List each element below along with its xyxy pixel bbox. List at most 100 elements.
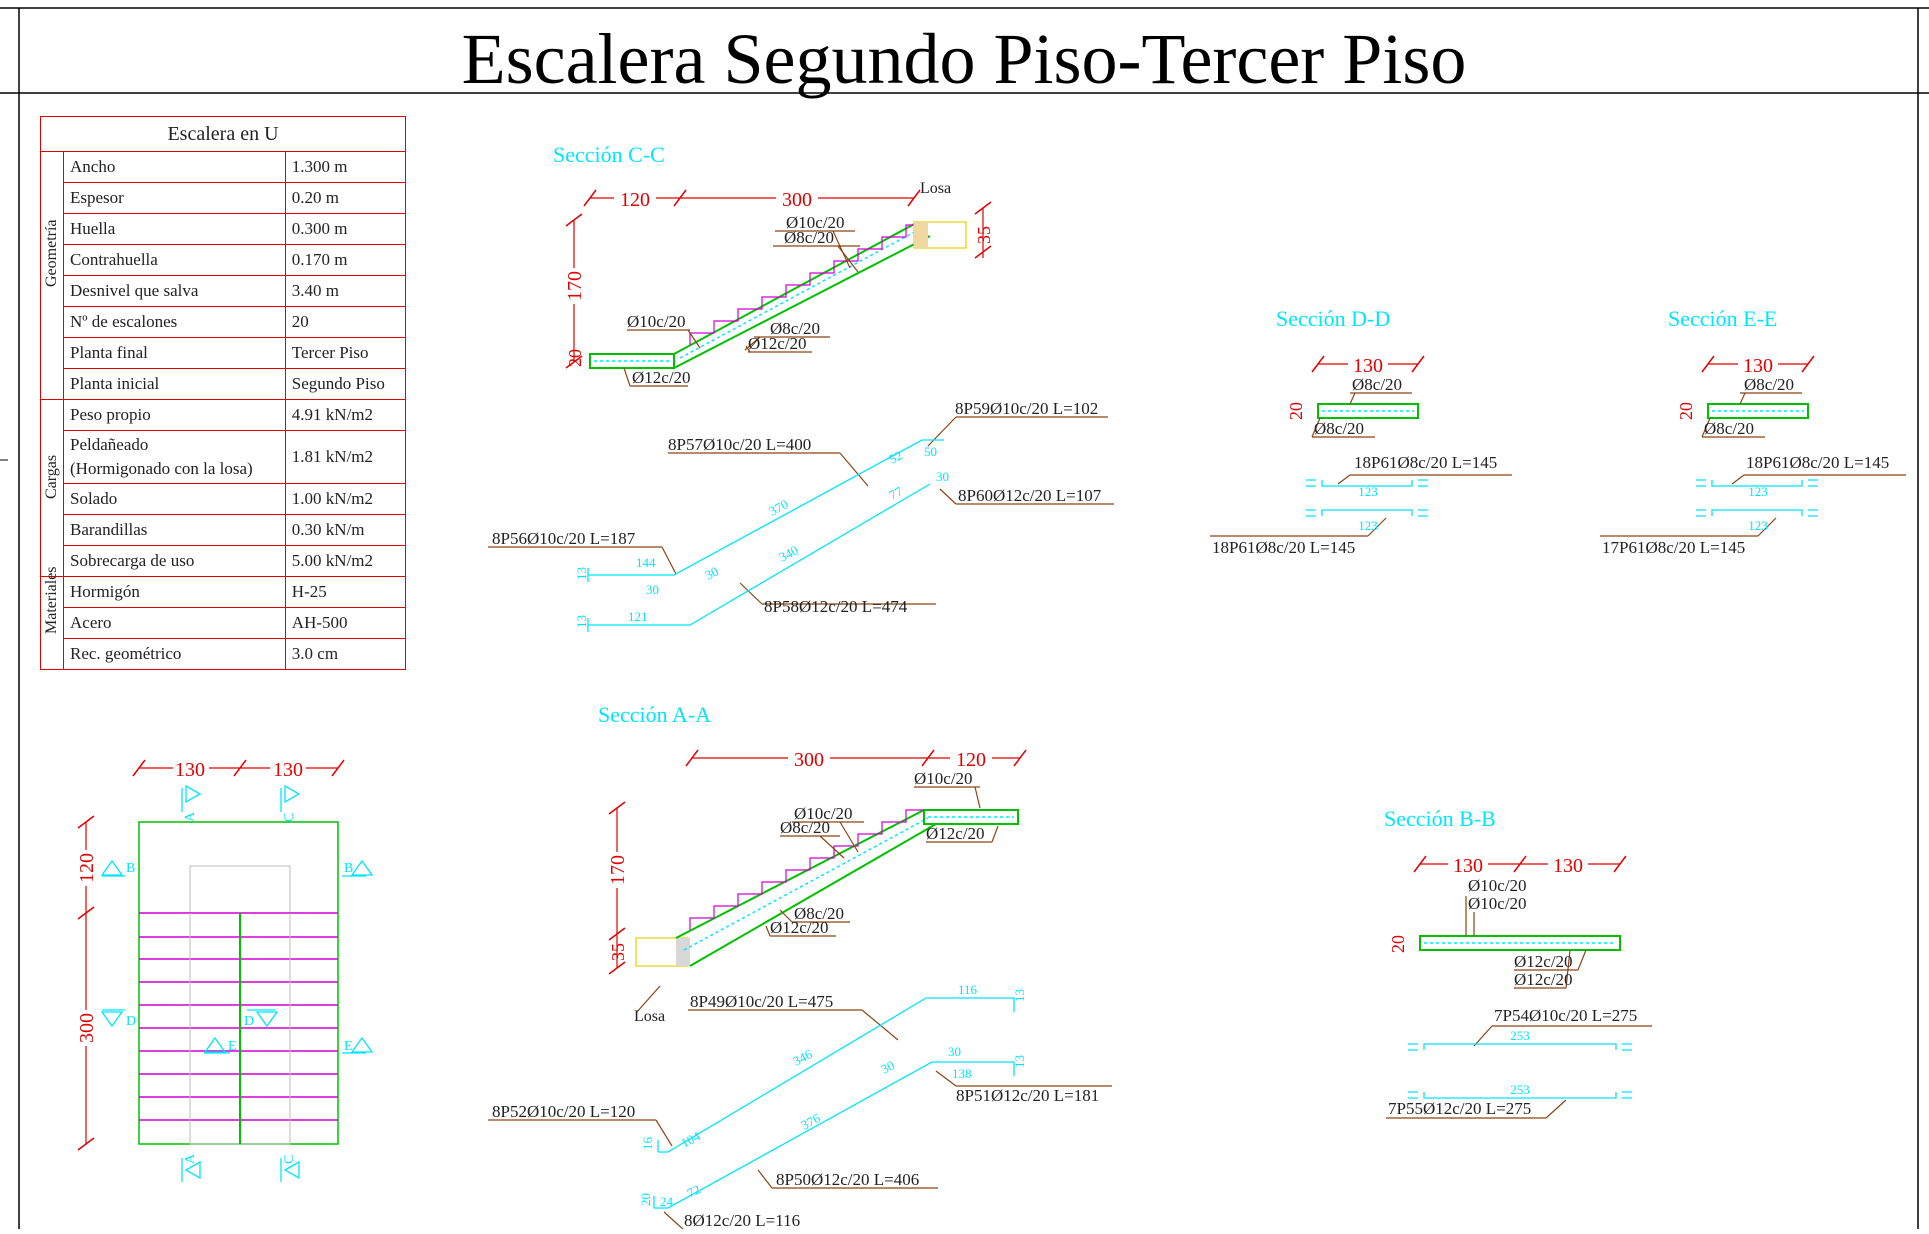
ee-num-b: 123 [1748,518,1768,533]
row-label: Planta final [63,337,286,369]
cc-num-30a: 30 [936,469,949,484]
aa-dim-120: 120 [956,749,986,771]
row-label-line2: (Hormigonado con la losa) [70,459,253,478]
dd-label-bot: Ø8c/20 [1314,419,1364,438]
row-label: Ancho [63,151,286,183]
row-label: Acero [63,607,286,639]
row-value: Tercer Piso [284,337,407,369]
aa-num-13a: 13 [1012,989,1027,1002]
section-aa: Sección A-A 300 120 170 35 [488,702,1112,1231]
row-label: Sobrecarga de uso [63,545,286,577]
ee-dim-20: 20 [1676,402,1696,420]
plan-mark-a-bot: A [183,1153,198,1164]
cc-num-13a: 13 [574,567,589,580]
aa-rebar-shapes [653,997,1015,1209]
aa-num-24: 24 [660,1194,674,1209]
bb-bar-p55: 7P55Ø12c/20 L=275 [1388,1099,1531,1118]
plan-mark-d-mid: D [244,1014,254,1029]
cc-dim-120: 120 [620,189,650,211]
dd-dim-mask [1348,352,1388,374]
dd-leaders [1210,392,1512,537]
aa-bar-p51: 8P51Ø12c/20 L=181 [956,1086,1099,1105]
plan-dim-ticks [132,759,345,777]
ee-dim-130: 130 [1743,355,1773,377]
cc-dim-ticks-left [565,213,583,369]
plan-mark-b-right: B [344,861,353,876]
aa-num-376: 376 [798,1110,823,1133]
aa-bar-p52: 8P52Ø10c/20 L=120 [492,1102,635,1121]
aa-dim-ticks-left [608,801,626,975]
plan-mark-e-right: E [344,1039,353,1054]
row-value: 0.20 m [284,182,407,214]
cc-dim-ticks-right [974,201,992,259]
plan-dim-130-a: 130 [175,759,205,781]
aa-num-346: 346 [790,1046,815,1069]
cc-steps [689,224,918,345]
ee-dim-ticks [1701,355,1815,373]
cc-dim-300: 300 [782,189,812,211]
group-cargas: Cargas [40,399,64,577]
dd-bar-bot: 18P61Ø8c/20 L=145 [1212,538,1355,557]
plan-section-markers [100,784,374,1182]
cc-dim-170: 170 [564,271,586,301]
cc-bar-p56: 8P56Ø10c/20 L=187 [492,529,636,548]
row-value: 5.00 kN/m2 [284,545,407,577]
plan-dim-120: 120 [76,853,98,883]
row-value: 0.170 m [284,244,407,276]
plan-dim-mask [270,756,306,778]
cc-dim-mask [776,186,818,208]
aa-num-13b: 13 [1012,1055,1027,1068]
ee-rebar-shapes [1696,479,1818,517]
row-value: 1.00 kN/m2 [284,483,407,515]
aa-num-30b: 30 [948,1044,961,1059]
row-label: Desnivel que salva [63,275,286,307]
cc-bar-p59: 8P59Ø10c/20 L=102 [955,399,1098,418]
row-label: Espesor [63,182,286,214]
row-value: 1.81 kN/m2 [284,430,407,484]
bb-dim-130-a: 130 [1453,855,1483,877]
row-label: Solado [63,483,286,515]
bb-bar-p54: 7P54Ø10c/20 L=275 [1494,1006,1637,1025]
dd-num-a: 123 [1358,484,1378,499]
plan-mark-c-bot: C [282,1155,297,1164]
cc-label-low3: Ø12c/20 [748,334,807,353]
aa-label-mid1: Ø10c/20 [794,804,853,823]
cc-label-top2: Ø8c/20 [784,228,834,247]
ee-dim-mask [1738,352,1778,374]
bb-num-a: 253 [1510,1028,1530,1043]
section-bb: Sección B-B 130 130 20 Ø10c/20 Ø10c/20 Ø… [1384,806,1652,1119]
cc-num-121: 121 [628,609,648,624]
row-label: Planta inicial [63,368,286,400]
aa-label-low2: Ø12c/20 [770,918,829,937]
row-label: Hormigón [63,576,286,608]
cc-bar-p58: 8P58Ø12c/20 L=474 [764,597,908,616]
plan-mark-b-left: B [126,861,135,876]
aa-label-low1: Ø8c/20 [794,904,844,923]
group-label: Materiales [43,566,60,634]
aa-steps [689,809,924,930]
plan-outline [138,821,339,1145]
dd-dim-130: 130 [1353,355,1383,377]
table-header: Escalera en U [40,116,406,152]
section-ee-title: Sección E-E [1668,306,1777,331]
ee-label-top: Ø8c/20 [1744,375,1794,394]
section-cc-title: Sección C-C [553,142,665,167]
aa-losa-label: Losa [634,1008,665,1025]
bb-rebar-shapes [1408,1043,1632,1099]
row-label: Peso propio [63,399,286,431]
aa-landing-slab [923,809,1019,825]
row-label: Rec. geométrico [63,638,286,670]
dd-dim-ticks [1311,355,1425,373]
aa-num-72: 72 [684,1181,703,1200]
aa-flight-slab [675,809,937,967]
cc-dim-mask [614,186,656,208]
cc-flight-slab [673,221,931,369]
aa-dim-300: 300 [794,749,824,771]
cc-label-land: Ø12c/20 [632,368,691,387]
bb-label-b1: Ø12c/20 [1514,952,1573,971]
aa-num-16: 16 [640,1137,655,1151]
row-value: 20 [284,306,407,338]
aa-losa-fill [676,938,690,966]
plan-mark-c-top: C [282,813,297,822]
